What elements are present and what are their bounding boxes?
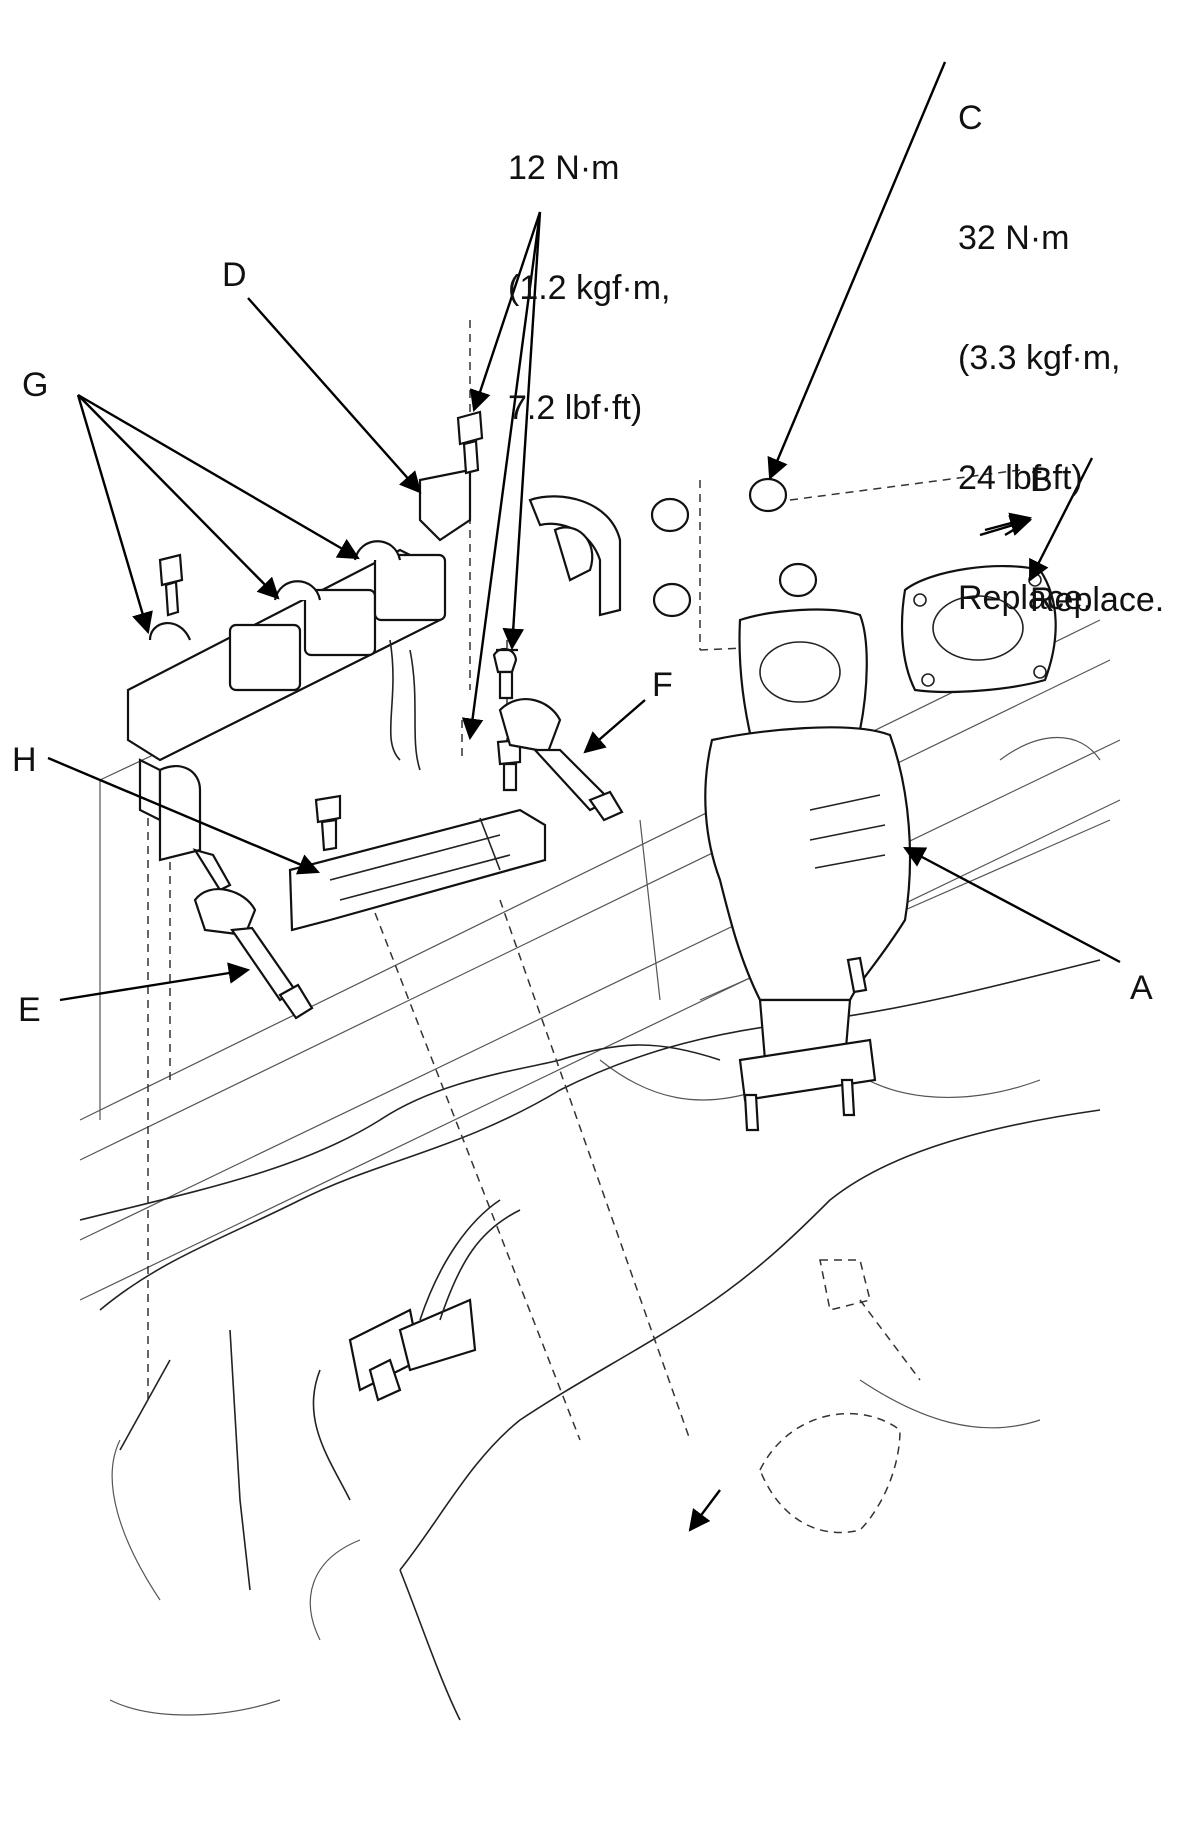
callout-h-letter: H bbox=[12, 741, 37, 779]
bolt bbox=[496, 738, 522, 792]
callout-f: F bbox=[652, 665, 673, 705]
bolts-12nm bbox=[192, 410, 522, 892]
callout-e-letter: E bbox=[18, 991, 41, 1029]
callout-bolt-torque: 12 N·m (1.2 kgf·m, 7.2 lbf·ft) bbox=[508, 68, 670, 468]
callout-e: E bbox=[18, 990, 41, 1030]
sensor-connector bbox=[348, 1199, 521, 1402]
callout-d: D bbox=[222, 255, 247, 295]
callout-g: G bbox=[22, 365, 48, 405]
cover-h bbox=[288, 808, 547, 932]
bolt bbox=[456, 410, 484, 475]
callout-h: H bbox=[12, 740, 37, 780]
callout-b-note: Replace. bbox=[1030, 581, 1165, 619]
flow-arrow bbox=[688, 515, 1033, 1532]
callout-f-letter: F bbox=[652, 666, 673, 704]
callout-c-torque-lbf: 24 lbf·ft) bbox=[958, 459, 1083, 497]
callout-c-note: Replace. bbox=[958, 579, 1093, 617]
callout-c-letter: C bbox=[958, 99, 983, 137]
callout-a: A bbox=[1130, 968, 1153, 1008]
callout-b-letter: B bbox=[1030, 461, 1053, 499]
callout-c-torque-kgf: (3.3 kgf·m, bbox=[958, 339, 1121, 377]
callout-d-letter: D bbox=[222, 256, 247, 294]
wire-harness bbox=[528, 495, 622, 617]
callout-c: C 32 N·m (3.3 kgf·m, 24 lbf·ft) Replace. bbox=[958, 18, 1120, 658]
bolt bbox=[314, 794, 342, 852]
bolt-torque-kgf: (1.2 kgf·m, bbox=[508, 269, 671, 307]
lower-gasket-ghost bbox=[759, 1259, 921, 1534]
callout-g-letter: G bbox=[22, 366, 49, 404]
bolt-torque-lbf: 7.2 lbf·ft) bbox=[508, 389, 643, 427]
ignition-coil-f bbox=[498, 698, 624, 822]
callout-c-torque-nm: 32 N·m bbox=[958, 219, 1070, 257]
bolt-torque-nm: 12 N·m bbox=[508, 149, 620, 187]
callout-a-letter: A bbox=[1130, 969, 1153, 1007]
bolt bbox=[492, 647, 518, 700]
nuts-c bbox=[650, 477, 818, 618]
callout-b: B Replace. bbox=[1030, 380, 1164, 660]
engine-block-outline bbox=[79, 619, 1121, 1721]
coil-bracket-assembly bbox=[126, 468, 472, 862]
ignition-coil-e bbox=[193, 888, 314, 1020]
bolt bbox=[192, 848, 232, 892]
bracket-bolt bbox=[158, 553, 184, 617]
exhaust-manifold-a bbox=[704, 608, 912, 1132]
leader-lines bbox=[47, 61, 1121, 1002]
